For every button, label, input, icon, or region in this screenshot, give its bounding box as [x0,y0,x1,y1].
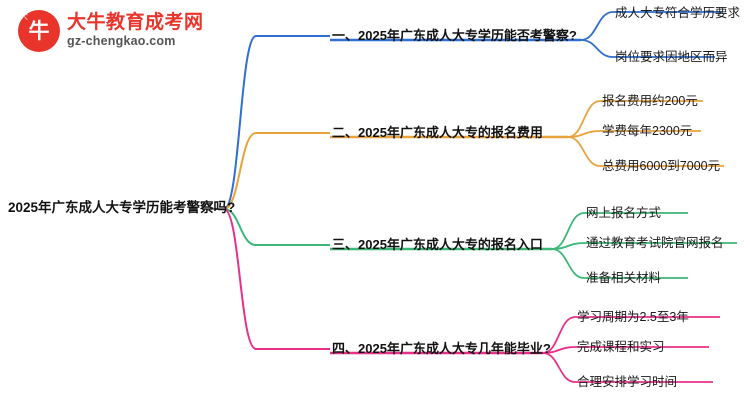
mindmap-branch-1[interactable]: 一、2025年广东成人大专学历能否考警察? [332,28,577,43]
mindmap-leaf-2-3[interactable]: 总费用6000到7000元 [602,159,721,173]
mindmap-leaf-3-1[interactable]: 网上报名方式 [586,206,662,220]
mindmap-leaf-3-2[interactable]: 通过教育考试院官网报名 [586,236,724,250]
mindmap-branch-4[interactable]: 四、2025年广东成人大专几年能毕业? [332,341,551,356]
logo-badge-glyph: 牛 [28,18,50,43]
logo-badge-icon: 大 牛 [18,10,60,52]
logo-badge-corner-glyph: 大 [20,12,28,21]
mindmap-branch-3[interactable]: 三、2025年广东成人大专的报名入口 [332,237,543,252]
mindmap-leaf-3-3[interactable]: 准备相关材料 [586,271,662,285]
leaf-connector-3-1 [551,212,688,250]
leaf-connector-2-1 [567,100,703,138]
branch-connector-4 [223,208,330,350]
mindmap-leaf-4-3[interactable]: 合理安排学习时间 [577,375,678,389]
leaf-connector-2-2 [567,130,701,138]
mindmap-branch-2[interactable]: 二、2025年广东成人大专的报名费用 [332,125,543,140]
mindmap-leaf-4-1[interactable]: 学习周期为2.5至3年 [577,310,689,324]
mindmap-leaf-2-2[interactable]: 学费每年2300元 [602,124,693,138]
site-logo: 大 牛 大牛教育成考网 gz-chengkao.com [18,10,204,52]
mindmap-leaf-2-1[interactable]: 报名费用约200元 [602,94,698,108]
mindmap-leaf-1-1[interactable]: 成人大专符合学历要求 [615,6,741,20]
branch-connector-1 [223,35,330,210]
leaf-connector-4-1 [542,316,720,354]
leaf-connector-3-2 [551,242,737,250]
logo-wordmark: 大牛教育成考网 gz-chengkao.com [67,11,204,49]
leaf-connector-4-3 [542,352,713,383]
leaf-connector-3-3 [551,248,688,279]
branch-connector-3 [223,208,330,246]
logo-name-en: gz-chengkao.com [67,34,176,49]
mindmap-root-node[interactable]: 2025年广东成人大专学历能考警察吗? [8,200,236,215]
branch-connector-2 [223,132,330,210]
leaf-connector-4-2 [542,346,709,354]
mindmap-leaf-1-2[interactable]: 岗位要求因地区而异 [615,50,728,64]
logo-name-cn: 大牛教育成考网 [67,11,204,34]
leaf-connector-1-2 [580,39,715,58]
leaf-connector-1-1 [580,11,723,41]
leaf-connector-2-3 [567,136,724,167]
mindmap-leaf-4-2[interactable]: 完成课程和实习 [577,340,665,354]
